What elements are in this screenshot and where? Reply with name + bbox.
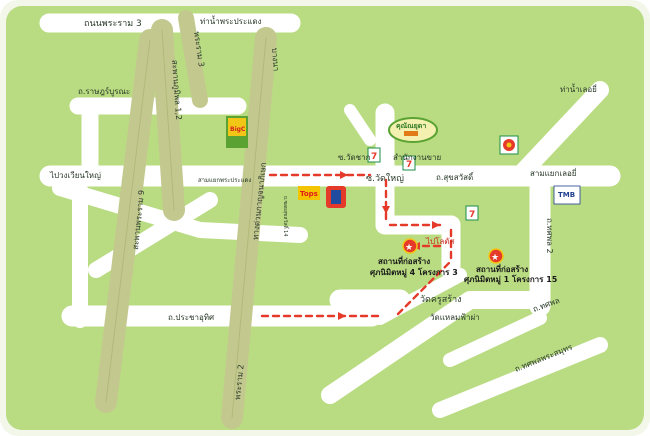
arrowhead-1 [340,171,348,179]
label-bang-na: บางนา [270,48,281,72]
sales-office-label: สำนักงานขาย [393,153,441,162]
road-diag-wat-chak [344,104,376,146]
label-wat-kru-sang: วัดครูสร้าง [420,294,462,305]
expressway-edge-1 [161,29,175,211]
tmb-landmark: TMB [553,185,581,205]
sales-office-landmark: คุณัณยุดา สำนักงานขาย [388,117,441,162]
bigc-logo-text: BigC [230,126,246,133]
expressway-rama3 [178,10,208,108]
road-lower-connector [373,268,467,325]
tmb-logo-bg [553,185,581,205]
project-logo-house [404,131,418,136]
seven-eleven-box-2 [465,205,479,221]
seven-eleven-icon-2: 7 [465,205,479,221]
label-wat-ban-phli: วัดแหลมฟ้าผ่า [430,313,480,322]
project-logo-text: คุณัณยุดา [396,122,426,130]
tops-logo-bg [298,186,320,200]
road-lower-branch [443,311,547,367]
road-diag-right-upper [511,81,609,184]
label-intersection-pracha: สามแยกพระประแดง [198,177,251,184]
site-2-subtitle: ศุภนิมิตหมู่ 1 โครงการ 15 [464,274,558,285]
site-star-2: ★ [491,253,499,263]
label-soi-wat-chak: ซ.วัดชาก [338,153,371,162]
label-intersection-right: สามแยกเลอยี่ [530,167,576,178]
route-path [260,173,454,318]
bigc-logo-inner [228,118,246,136]
site-1-title: สถานที่ก่อสร้าง [378,255,430,266]
road-diag-left-upper [52,180,308,243]
site-marker-2[interactable]: ★ สถานที่ก่อสร้าง ศุภนิมิตหมู่ 1 โครงการ… [464,248,558,285]
label-rama3: ถนนพระราม 3 [84,19,142,29]
label-soi-pracha-u: ถ.ซอยสุขสวัสดิ์ 14 [282,196,290,237]
label-suksawat-right-vertical: ถ.ทศพล 2 [545,218,554,254]
road-left-stub [81,97,99,175]
tops-landmark: Tops [298,186,320,200]
bank-landmark [499,135,519,155]
arrowhead-3 [432,221,440,229]
bold-b-landmark [326,186,346,208]
tmb-logo-text: TMB [558,191,575,199]
route-lotus-label: ไปโลตัส [425,236,454,246]
site-star-1: ★ [405,243,413,253]
site-2-title: สถานที่ก่อสร้าง [476,263,528,274]
bigc-landmark: BigC [226,116,248,148]
seven-eleven-box-3 [402,155,416,171]
tops-logo-text: Tops [300,190,318,198]
project-logo-oval [388,117,438,143]
expressway-edge-2 [105,39,151,403]
seven-eleven-icon-3: 7 [402,155,416,171]
road-diag-lower-right [432,337,608,418]
route-up-site [396,258,454,316]
road-diag-lower-center [321,291,549,404]
label-pier-lower: ท่าน้ำเลอยี่ [560,83,597,94]
label-pracha-uthit: ถ.ประชาอุทิศ [168,313,214,322]
site-1-subtitle: ศุภนิมิตหมู่ 4 โครงการ 3 [370,267,458,278]
label-wong-wian-yai: ไปวงเวียนใหญ่ [49,171,101,180]
site-star-icon-1 [402,238,418,254]
label-pier-pracha: ท่าน้ำพระประแดง [200,15,262,26]
label-sukhasawat: ถ.สุขสวัสดิ์ [436,171,475,182]
seven-eleven-mark-3: 7 [406,160,412,170]
b-logo-inner [331,190,341,204]
site-marker-1[interactable]: ★ สถานที่ก่อสร้าง ศุภนิมิตหมู่ 4 โครงการ… [370,238,458,278]
expressway-edge-3 [231,37,267,419]
label-soi-wat-yai: ซ.วัดใหญ่ [366,173,404,184]
seven-eleven-mark-2: 7 [469,210,475,220]
bank-logo-dot [506,142,512,148]
seven-eleven-icon: 7 [367,147,381,163]
expressway-edges [105,29,267,419]
diagonal-roads [52,81,609,418]
seven-eleven-box-1 [367,147,381,163]
label-rama2: พระราม 2 [233,364,246,400]
arrowhead-4 [338,312,346,320]
seven-eleven-mark-1: 7 [371,152,377,162]
arrowhead-2 [382,206,390,214]
site-star-icon-2 [488,248,504,264]
label-charoen-rat: ถ.ราษฎร์บูรณะ [78,86,130,97]
